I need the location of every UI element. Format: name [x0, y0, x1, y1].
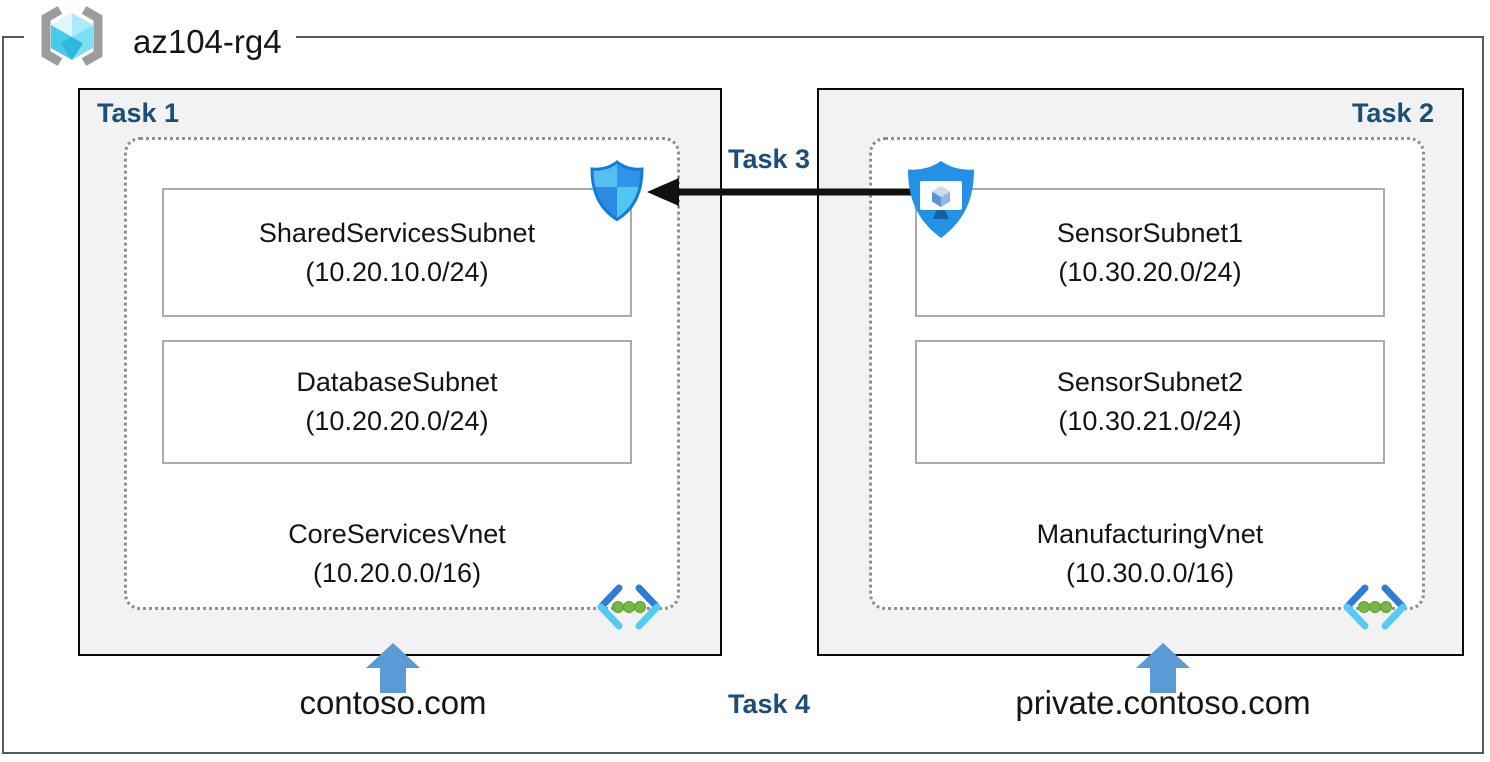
resource-group-frame	[2, 36, 1484, 754]
subnet-name: SensorSubnet2	[1056, 367, 1244, 397]
vnet-cidr: (10.20.0.0/16)	[312, 558, 482, 588]
task4-label: Task 4	[727, 689, 811, 719]
task1-label: Task 1	[97, 98, 180, 128]
manufacturing-vnet-label: ManufacturingVnet (10.30.0.0/16)	[915, 515, 1385, 593]
subnet-cidr: (10.30.21.0/24)	[1058, 406, 1242, 436]
sensor-subnet1-box: SensorSubnet1 (10.30.20.0/24)	[915, 188, 1385, 317]
resource-group-title: az104-rg4	[133, 23, 282, 60]
up-arrow-icon	[366, 643, 420, 693]
subnet-name: SharedServicesSubnet	[258, 217, 536, 248]
resource-group-icon	[41, 6, 103, 66]
private-contoso-dns-label: private.contoso.com	[1015, 684, 1311, 721]
sensor-subnet2-box: SensorSubnet2 (10.30.21.0/24)	[915, 340, 1385, 464]
up-arrow-icon	[1136, 643, 1190, 693]
vnet-name: ManufacturingVnet	[1036, 519, 1264, 549]
virtual-network-icon	[1343, 584, 1407, 630]
vnet-cidr: (10.30.0.0/16)	[1065, 558, 1235, 588]
subnet-name: SensorSubnet1	[1056, 217, 1244, 248]
security-shield-icon	[590, 160, 644, 222]
subnet-cidr: (10.30.20.0/24)	[1058, 256, 1242, 287]
database-subnet-box: DatabaseSubnet (10.20.20.0/24)	[162, 340, 632, 464]
subnet-cidr: (10.20.10.0/24)	[305, 256, 489, 287]
vnet-name: CoreServicesVnet	[288, 519, 506, 549]
virtual-network-icon	[597, 584, 661, 630]
subnet-cidr: (10.20.20.0/24)	[305, 406, 489, 436]
connection-arrow	[647, 178, 951, 206]
subnet-name: DatabaseSubnet	[296, 367, 498, 397]
task3-label: Task 3	[727, 144, 811, 174]
bastion-shield-icon	[908, 161, 974, 238]
shared-services-subnet-box: SharedServicesSubnet (10.20.10.0/24)	[162, 188, 632, 317]
contoso-dns-label: contoso.com	[299, 684, 487, 721]
core-services-vnet-label: CoreServicesVnet (10.20.0.0/16)	[162, 515, 632, 593]
task2-label: Task 2	[1351, 98, 1434, 128]
